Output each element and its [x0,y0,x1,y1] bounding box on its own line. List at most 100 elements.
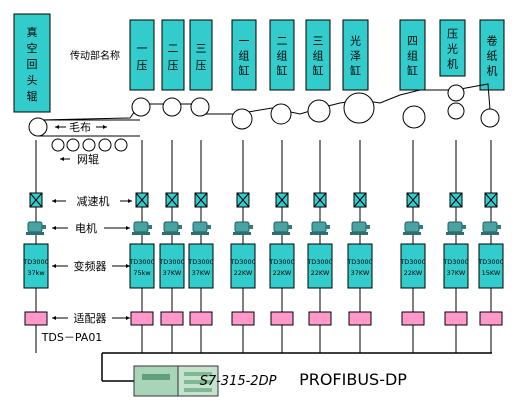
plc-unit [133,365,219,397]
inverter-power: 75kw [133,269,151,277]
adapter-box [270,311,294,326]
section-label-press2: 二压 [168,42,179,72]
adapter-label-group: 适配器 [52,312,130,325]
roll-4 [231,108,253,130]
wire-roll-2 [82,138,96,152]
section-label-press1: 一压 [137,42,148,72]
section-dryer3: 三组缸 [305,19,331,91]
reducer-icon [165,192,179,208]
inverter-model: TD3000 [128,258,155,266]
reducer-icon [29,192,43,208]
reducer-icon [236,192,250,208]
inverter-power: 22KW [404,269,423,277]
drive-column-9: TD3000 37KW [442,140,469,353]
wire-roll-1 [66,138,80,152]
motor-icon [162,221,182,235]
section-dryer2: 二组缸 [269,19,295,91]
inverter-box: TD3000 22KW [229,243,256,289]
drive-columns: TD300037kwTD300075kwTD300037KWTD300037KW… [22,140,504,353]
inverter-box: TD3000 37KW [158,243,185,289]
motor-icon [26,221,46,235]
motor-icon [233,221,253,235]
inverter-label: 变频器 [74,259,107,273]
adapter-box [231,311,255,326]
section-dryer4: 四组缸 [399,19,426,91]
motor-icon [272,221,292,235]
section-label-dryer1: 一组缸 [239,35,250,78]
section-label-gloss: 光泽缸 [350,34,361,78]
reducer-icon [194,192,208,208]
inverter-power: 22KW [234,269,253,277]
reducer-label: 减速机 [77,194,110,208]
drive-column-2: TD3000 37KW [158,140,185,353]
adapter-box [160,311,184,326]
wire-rolls [51,138,128,152]
inverter-label-group: 变频器 [52,259,130,273]
roll-2 [162,97,182,117]
inverter-power: 22KW [273,269,292,277]
section-gloss: 光泽缸 [342,19,369,91]
adapter-box [308,311,332,326]
wire-roll-label: 网辊 [77,152,99,166]
drive-column-10: TD3000 15KW [477,140,504,353]
adapter-box [130,311,154,326]
drive-column-4: TD3000 22KW [229,140,256,353]
reducer-icon [353,192,367,208]
inverter-model: TD3000 [229,258,256,266]
inverter-power: 22KW [311,269,330,277]
inverter-model: TD3000 [187,258,214,266]
adapter-box [24,311,48,326]
inverter-box: TD3000 75kw [128,243,155,289]
inverter-power: 37KW [192,269,211,277]
inverter-model: TD3000 [268,258,295,266]
section-press3: 三压 [189,19,213,91]
wire-roll-3 [98,138,112,152]
adapter-box [479,311,503,326]
felt-loop [38,119,140,137]
reducer-icon [484,192,498,208]
roll-0 [28,117,48,137]
inverter-power: 37KW [163,269,182,277]
motor-icon [403,221,423,235]
header-label: 传动部名称 [70,49,120,62]
reducer-icon [275,192,289,208]
adapter-box [444,311,468,326]
reducer-icon [406,192,420,208]
roll-1 [131,97,151,117]
adapter-box [348,311,372,326]
inverter-box: TD3000 15KW [477,243,504,289]
motor-label: 电机 [75,221,97,235]
roll-10 [447,102,465,120]
inverter-model: TD3000 [442,258,469,266]
roll-3 [190,97,210,117]
inverter-power: 37kw [27,269,45,277]
adapter-model-label: TDS－PA01 [41,331,103,344]
inverter-box: TD3000 37KW [187,243,214,289]
motor-icon [310,221,330,235]
drive-column-1: TD3000 75kw [128,140,155,353]
section-label-dryer4: 四组缸 [407,35,418,78]
inverter-model: TD3000 [477,258,504,266]
drive-column-3: TD3000 37KW [187,140,214,353]
section-label-press3: 三压 [196,42,207,72]
roll-8 [402,105,426,129]
inverter-power: 15KW [482,269,501,277]
section-label-dryer3: 三组缸 [313,35,324,78]
inverter-box: TD3000 37KW [442,243,469,289]
felt-label-group: 毛布 [55,121,107,134]
inverter-power: 37KW [447,269,466,277]
section-press2: 二压 [161,19,185,91]
section-dryer1: 一组缸 [231,19,257,91]
section-vacuum: 真空回头辊 [13,13,51,113]
inverter-model: TD3000 [158,258,185,266]
bus-label: PROFIBUS-DP [299,370,407,389]
roll-7 [343,92,375,124]
